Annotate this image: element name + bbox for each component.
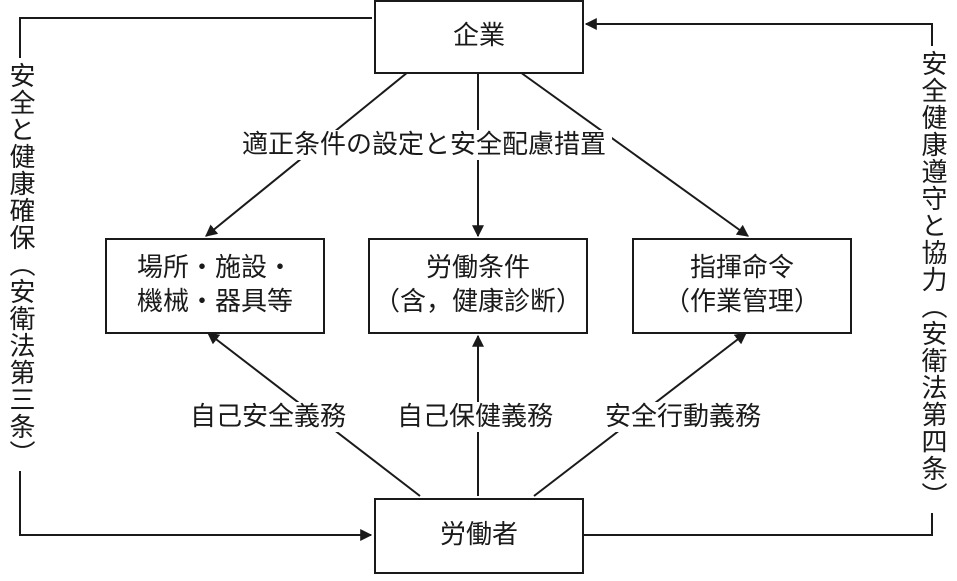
command-label-line2: （作業管理） — [663, 287, 820, 317]
place-box: 場所・施設・ 機械・器具等 — [105, 238, 325, 334]
conditions-label-line1: 労働条件 — [425, 253, 530, 284]
place-label-line2: 機械・器具等 — [136, 287, 293, 317]
worker-box: 労働者 — [374, 498, 584, 574]
duty-health-label: 自己保健義務 — [393, 402, 558, 432]
left-side-label: 安全と健康確保（安衛法第三条） — [5, 58, 35, 471]
arrow-enterprise-to-command — [519, 71, 749, 237]
worker-label: 労働者 — [439, 520, 518, 551]
conditions-box: 労働条件 （含，健康診断） — [368, 238, 588, 334]
command-label-line1: 指揮命令 — [689, 253, 794, 284]
duty-behavior-label: 安全行動義務 — [601, 402, 766, 432]
enterprise-box: 企業 — [374, 0, 584, 74]
duty-safety-label: 自己安全義務 — [186, 402, 351, 432]
conditions-label-line2: （含，健康診断） — [373, 287, 582, 317]
command-box: 指揮命令 （作業管理） — [632, 238, 852, 334]
place-label-line1: 場所・施設・ — [136, 253, 293, 284]
top-edge-label: 適正条件の設定と安全配慮措置 — [236, 130, 613, 160]
enterprise-label: 企業 — [452, 21, 505, 52]
right-side-label: 安全健康遵守と協力（安衛法第四条） — [917, 46, 947, 513]
